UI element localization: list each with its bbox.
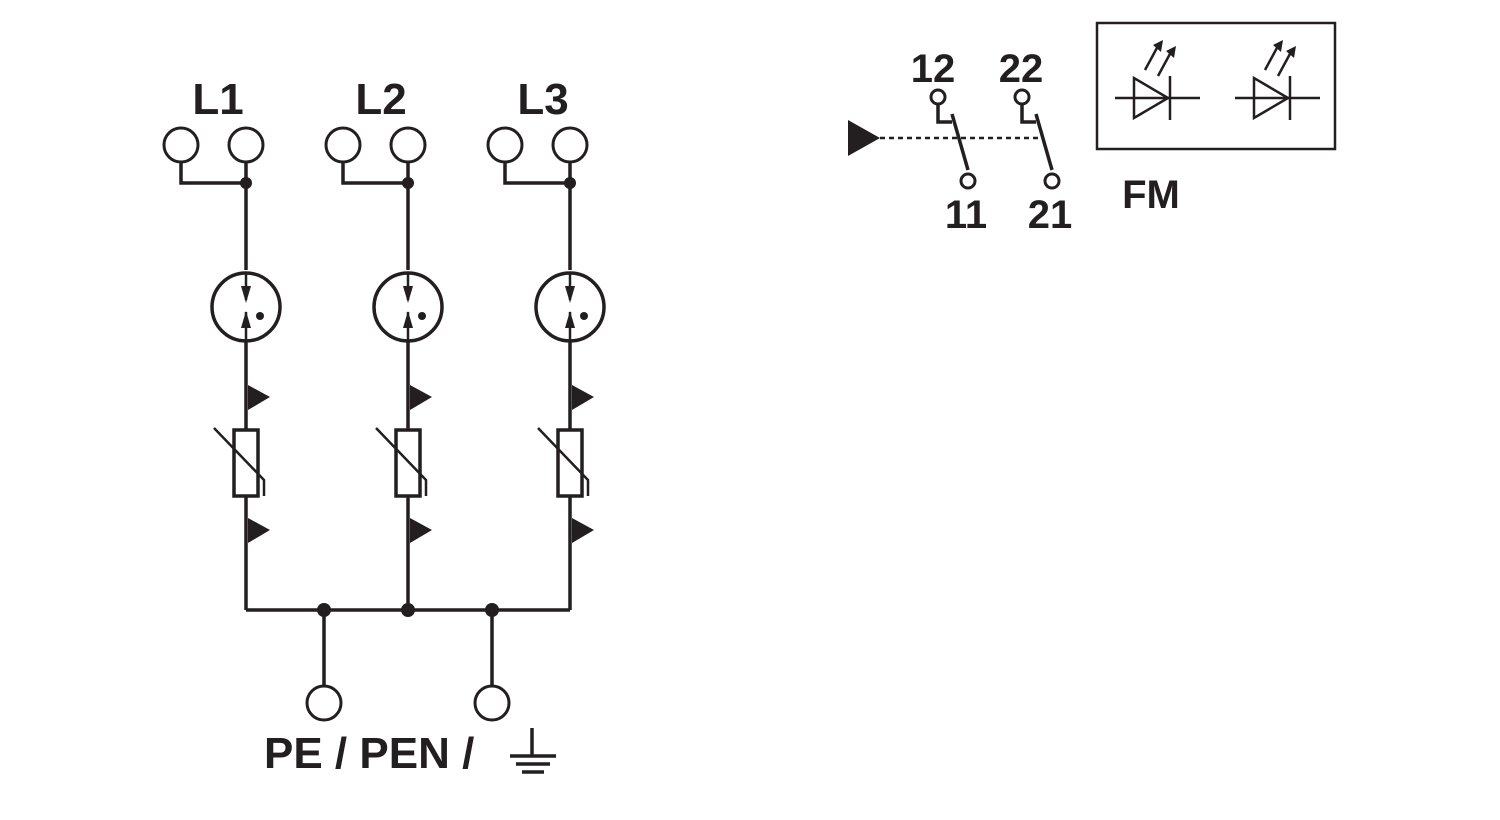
junction-dot	[240, 177, 252, 189]
terminal-l3-b	[551, 126, 589, 164]
contact-terminal-11	[959, 172, 977, 190]
phase-label-l1: L1	[192, 75, 243, 124]
common-bus	[246, 603, 570, 722]
branch-l1	[162, 126, 282, 610]
terminal-l1-a	[162, 126, 200, 164]
flag-marker	[410, 385, 432, 410]
flag-marker	[572, 385, 594, 410]
terminal-l3-a	[486, 126, 524, 164]
varistor-l1	[213, 427, 266, 498]
contact-21-label: 21	[1028, 193, 1073, 237]
varistor-l2	[375, 427, 428, 498]
flag-marker	[410, 518, 432, 543]
gas-discharge-tube-l3	[534, 271, 606, 343]
fm-box	[1095, 21, 1337, 151]
junction-dot	[402, 177, 414, 189]
contact-terminal-21	[1043, 172, 1061, 190]
gas-discharge-tube-l1	[210, 271, 282, 343]
led-icon	[1115, 40, 1200, 121]
ground-icon	[510, 728, 556, 774]
actuator-arrow-icon	[848, 120, 880, 156]
branch-l2	[324, 126, 444, 610]
ground-label: PE / PEN /	[264, 729, 474, 778]
contact-terminal-12	[929, 88, 947, 106]
flag-marker	[248, 518, 270, 543]
contact-22-label: 22	[999, 47, 1044, 91]
terminal-l2-a	[324, 126, 362, 164]
contact-terminal-22	[1013, 88, 1031, 106]
contact-11-label: 11	[945, 193, 987, 237]
led-icon	[1235, 40, 1320, 121]
phase-label-l3: L3	[517, 75, 568, 124]
fm-label: FM	[1122, 173, 1180, 217]
flag-marker	[248, 385, 270, 410]
contact-12-label: 12	[911, 47, 956, 91]
varistor-l3	[537, 427, 590, 498]
terminal-pe-a	[305, 684, 343, 722]
terminal-l1-b	[227, 126, 265, 164]
gas-discharge-tube-l2	[372, 271, 444, 343]
terminal-l2-b	[389, 126, 427, 164]
terminal-pe-b	[473, 684, 511, 722]
flag-marker	[572, 518, 594, 543]
remote-contacts: 12 11 22 21	[848, 47, 1072, 237]
junction-dot	[564, 177, 576, 189]
phase-label-l2: L2	[355, 75, 406, 124]
branch-l3	[486, 126, 606, 610]
